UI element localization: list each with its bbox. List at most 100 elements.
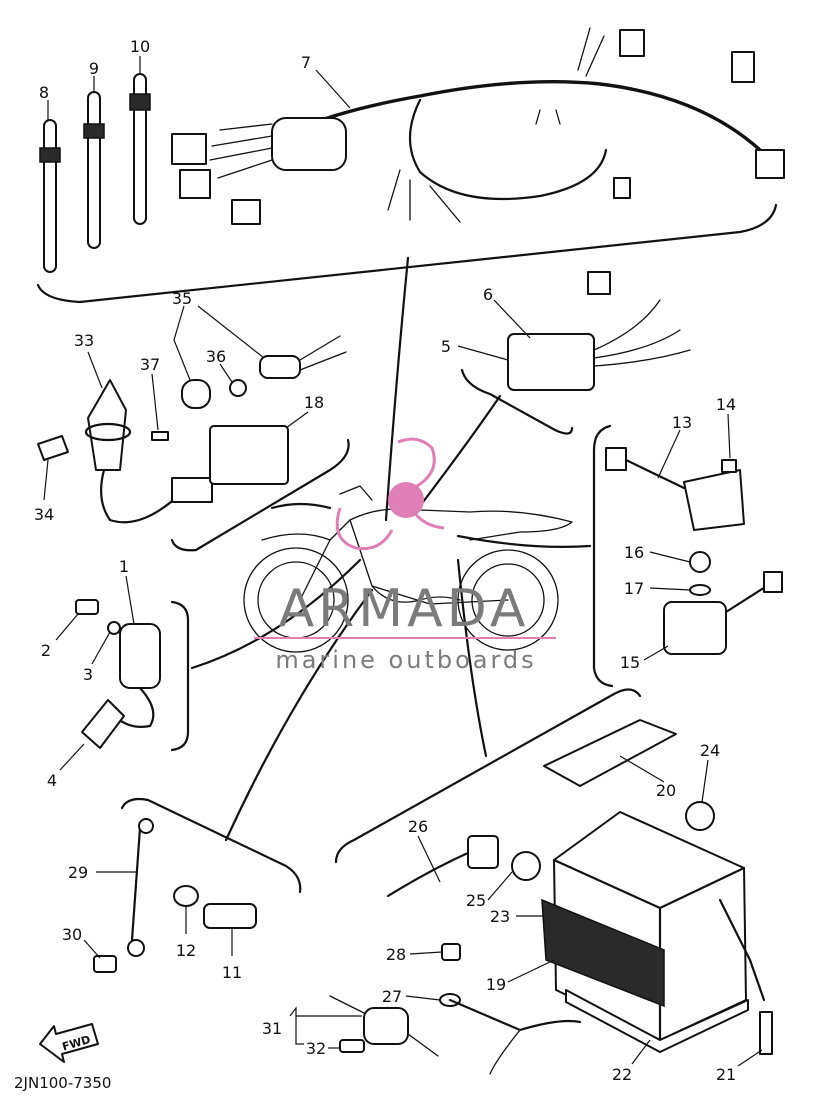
callout-23: 23 bbox=[490, 907, 510, 926]
callout-18: 18 bbox=[304, 393, 324, 412]
rectifier-body bbox=[507, 333, 595, 391]
leader-lines bbox=[43, 56, 763, 1067]
parts-5-6-rectifier-regulator bbox=[507, 271, 691, 391]
front-wheel bbox=[243, 547, 349, 653]
callout-35: 35 bbox=[172, 289, 192, 308]
callout-30: 30 bbox=[62, 925, 82, 944]
cable-tie-10-head bbox=[129, 93, 151, 111]
leader-19 bbox=[507, 959, 555, 983]
cable-tie-9 bbox=[87, 91, 101, 249]
harness-main-trunk bbox=[288, 80, 762, 152]
harness-sleeve bbox=[271, 117, 347, 171]
lead-wire-29-terminal-top bbox=[138, 818, 154, 834]
bulb-holder-leads bbox=[299, 335, 347, 371]
part-7-wire-harness bbox=[171, 27, 785, 225]
group-brackets bbox=[36, 203, 778, 894]
line-coil-to-bike bbox=[190, 558, 362, 670]
neutral-switch-11 bbox=[203, 903, 257, 929]
main-switch-wire bbox=[99, 468, 180, 524]
rectifier-leads bbox=[593, 299, 691, 367]
leader-34 bbox=[43, 459, 49, 501]
callout-1: 1 bbox=[119, 557, 129, 576]
callout-5: 5 bbox=[441, 337, 451, 356]
callout-31: 31 bbox=[262, 1019, 282, 1038]
leader-16 bbox=[649, 551, 691, 563]
part-32 bbox=[339, 1039, 365, 1053]
fuse-box-18 bbox=[209, 425, 289, 485]
leader-4 bbox=[59, 743, 85, 771]
callout-25: 25 bbox=[466, 891, 486, 910]
callout-10: 10 bbox=[130, 37, 150, 56]
callout-14: 14 bbox=[716, 395, 736, 414]
line-rectifier-to-bike bbox=[418, 394, 502, 508]
leader-7 bbox=[315, 69, 351, 109]
leader-25 bbox=[487, 871, 513, 901]
bolt-14 bbox=[721, 459, 737, 473]
leader-27 bbox=[405, 995, 441, 1001]
callout-numbers: 8 9 10 7 6 5 35 36 37 33 34 18 13 14 16 … bbox=[34, 37, 736, 1084]
bolt-2 bbox=[75, 599, 99, 615]
leader-13 bbox=[657, 429, 681, 479]
leader-28 bbox=[409, 951, 443, 955]
watermark-logo-dot bbox=[388, 482, 424, 518]
leader-35 bbox=[173, 305, 265, 381]
hose-21 bbox=[759, 1011, 773, 1055]
fwd-arrow-icon bbox=[39, 1023, 99, 1063]
part-31-body bbox=[363, 1007, 409, 1045]
callout-16: 16 bbox=[624, 543, 644, 562]
callout-21: 21 bbox=[716, 1065, 736, 1084]
callout-32: 32 bbox=[306, 1039, 326, 1058]
parts-ignition-coil-group bbox=[75, 599, 161, 749]
callout-9: 9 bbox=[89, 59, 99, 78]
callout-11: 11 bbox=[222, 963, 242, 982]
starter-relay-connector bbox=[763, 571, 783, 593]
cable-tie-9-head bbox=[83, 123, 105, 139]
cable-tie-8 bbox=[43, 119, 57, 273]
battery-label-23 bbox=[541, 898, 665, 1008]
callout-8: 8 bbox=[39, 83, 49, 102]
harness-connector-right bbox=[755, 149, 785, 179]
bolt-28 bbox=[441, 943, 461, 961]
leader-1 bbox=[125, 575, 135, 625]
battery-band-20 bbox=[543, 719, 677, 787]
harness-top-leads bbox=[577, 27, 605, 77]
cable-tie-8-head bbox=[39, 147, 61, 163]
bracket-relay-group bbox=[592, 424, 614, 688]
nut-16 bbox=[689, 551, 711, 573]
line-switch-to-bike bbox=[270, 502, 332, 510]
leader-5 bbox=[457, 345, 509, 361]
harness-connector-right-top bbox=[731, 51, 755, 83]
leader-37 bbox=[151, 373, 159, 431]
part-31-lead-b bbox=[407, 1033, 439, 1057]
callout-36: 36 bbox=[206, 347, 226, 366]
lead-wire-29 bbox=[130, 826, 142, 942]
callout-2: 2 bbox=[41, 641, 51, 660]
bike-handlebar bbox=[339, 485, 373, 501]
harness-connector-b bbox=[179, 169, 211, 199]
harness-connector-a bbox=[171, 133, 207, 165]
gasket-12 bbox=[173, 885, 199, 907]
watermark-logo-hook bbox=[397, 437, 445, 530]
cable-26-boot bbox=[467, 835, 499, 869]
battery-tray-22 bbox=[565, 989, 749, 1053]
callout-34: 34 bbox=[34, 505, 54, 524]
battery-vent-hose bbox=[718, 898, 766, 1002]
leader-21 bbox=[737, 1049, 763, 1067]
line-switch-group-to-bike bbox=[224, 588, 374, 842]
callout-7: 7 bbox=[301, 53, 311, 72]
parts-ignition-switch-group bbox=[37, 335, 347, 524]
relay-13-wire bbox=[624, 458, 686, 490]
harness-lower-leads bbox=[387, 169, 461, 223]
callout-24: 24 bbox=[700, 741, 720, 760]
leader-31 bbox=[289, 1006, 304, 1045]
callout-29: 29 bbox=[68, 863, 88, 882]
diagram-code: 2JN100-7350 bbox=[14, 1074, 111, 1092]
bracket-ignition-switch-group bbox=[170, 438, 350, 552]
washer-3 bbox=[107, 621, 121, 635]
bulb-36 bbox=[229, 379, 247, 397]
callout-19: 19 bbox=[486, 975, 506, 994]
relay-13-body bbox=[683, 469, 745, 531]
callout-22: 22 bbox=[612, 1065, 632, 1084]
bracket-switch-group bbox=[120, 797, 302, 894]
